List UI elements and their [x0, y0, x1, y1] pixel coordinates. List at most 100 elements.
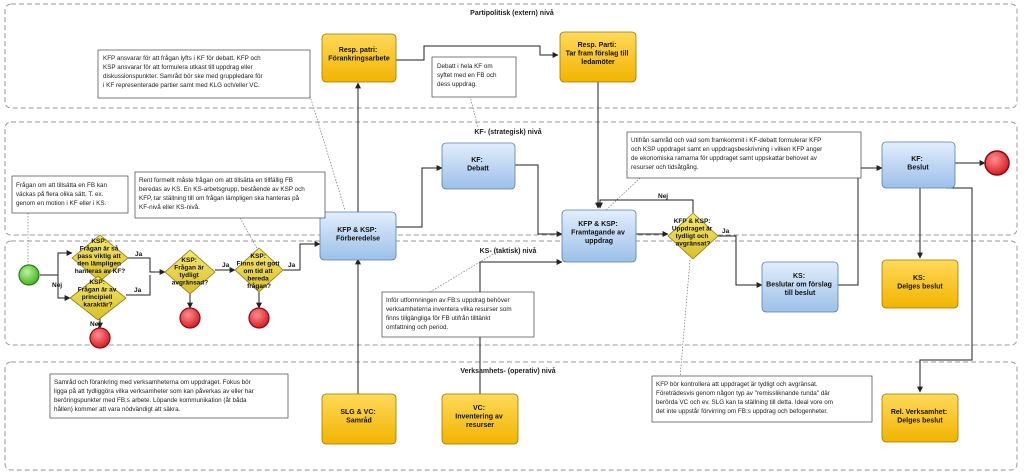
svg-text:KS: Delges beslut: KS: Delges beslut: [897, 275, 943, 291]
end-event-2: [179, 307, 201, 329]
flow-connectors: [40, 45, 986, 394]
note-text: resurser och tidsåtgång.: [631, 163, 699, 171]
task-text: Delges beslut: [897, 284, 943, 291]
svg-text:KFP bör kontrollera att uppdra: KFP bör kontrollera att uppdraget är tyd…: [656, 381, 835, 415]
svg-text:KFP ansvarar för att frågan ly: KFP ansvarar för att frågan lyfts i KF f…: [103, 54, 264, 89]
flow-label-nej-2: Nej: [90, 321, 100, 328]
task-text: Inventering av: [455, 414, 503, 421]
note-debatt-i-kf: Debatt i hela KF om syftet med en FB och…: [431, 56, 517, 98]
task-rel-verksamhet: Rel. Verksamhet: Delges beslut: [881, 393, 959, 443]
flow-label-ja-1: Ja: [135, 251, 143, 258]
note-text: Samråd och förankring med verksamheterna…: [54, 378, 251, 386]
gateway-text: pass viktig att: [77, 253, 121, 260]
note-text: de ekonomiska ramarna för uppdraget samt…: [631, 155, 818, 162]
gateway-text: frågan?: [247, 282, 271, 290]
lane-title-taktisk: KS- (taktisk) nivå: [480, 247, 537, 255]
flow-label-nej-5: Nej: [658, 193, 668, 200]
svg-text:Utifrån samråd och vad som fra: Utifrån samråd och vad som framkommit i …: [631, 136, 824, 171]
gateway-text: KFP & KSP:: [674, 218, 711, 225]
task-ks-beslutar: KS: Beslutar om förslag till beslut: [761, 261, 839, 313]
task-text: Samråd: [346, 417, 372, 425]
note-text: KFP bör kontrollera att uppdraget är tyd…: [656, 381, 818, 388]
gateway-text: avgränsat?: [676, 241, 711, 248]
gateway-uppdrag-tydligt: KFP & KSP: Uppdraget är tydligt och avgr…: [667, 212, 719, 260]
note-text: ligga på att tydliggöra vilka verksamhet…: [54, 387, 254, 395]
note-text: hållen) kommer att vara nödvändigt att s…: [54, 405, 181, 413]
svg-text:KSP: Frågan är så: KSP: Frågan är så pass viktig att den lä…: [75, 238, 126, 275]
svg-text:Samråd och förankring med verk: Samråd och förankring med verksamheterna…: [54, 378, 256, 413]
task-text: ledamöter: [581, 59, 615, 66]
svg-text:KFP & KSP: Framtagande a: KFP & KSP: Framtagande av uppdrag: [571, 221, 627, 245]
task-text: Rel. Verksamhet:: [891, 409, 947, 416]
note-utifran-samrad: Utifrån samråd och vad som framkommit i …: [626, 131, 862, 179]
svg-text:Frågan om att tillsätta en FB: Frågan om att tillsätta en FB kan väckas…: [16, 181, 109, 207]
svg-text:KF: Beslut: KF: Beslut: [907, 156, 929, 172]
note-text: i KF representerade partier samt med KLG…: [103, 82, 260, 89]
note-kfp-ansvarar: KFP ansvarar för att frågan lyfts i KF f…: [97, 49, 311, 99]
note-text: KFP ansvarar för att frågan lyfts i KF f…: [103, 54, 261, 62]
gateway-text: om tid att: [243, 268, 273, 275]
task-text: uppdrag: [585, 238, 613, 245]
note-text: Debatt i hela KF om: [437, 63, 493, 70]
note-text: och KSP uppdraget samt en uppdragsbeskri…: [631, 146, 822, 153]
note-text: finns tillgängliga för FB utifrån tilltä…: [386, 314, 491, 322]
note-text: väckas på flera olika sätt. T. ex.: [16, 190, 104, 198]
note-text: Inför utformningen av FB:s uppdrag behöv…: [386, 297, 510, 304]
gateway-text: tydligt och: [676, 233, 709, 240]
svg-text:Resp. Parti: Tar fram fö: Resp. Parti: Tar fram förslag till ledam…: [566, 42, 631, 66]
gateway-text: KSP:: [250, 253, 266, 260]
gateway-text: principiell: [82, 294, 113, 301]
svg-text:KFP & KSP: Uppdraget är: KFP & KSP: Uppdraget är tydligt och avgr…: [672, 218, 714, 248]
end-event-1: [89, 327, 111, 349]
note-text: KF-nivå eller KS-nivå.: [139, 203, 200, 211]
gateway-text: KSP:: [181, 257, 197, 264]
note-kfp-kontrollera: KFP bör kontrollera att uppdraget är tyd…: [651, 375, 873, 423]
gateway-text: hanteras av KF?: [75, 268, 126, 275]
end-event-4: [984, 150, 1010, 176]
gateway-text: KSP:: [89, 279, 105, 286]
task-text: VC:: [473, 405, 485, 412]
task-text: Beslutar om förslag: [766, 282, 832, 289]
task-text: KFP & KSP:: [578, 221, 618, 228]
note-rent-formellt: Rent formellt måste frågan om att tillsä…: [134, 171, 326, 219]
gateway-text: Frågan är: [174, 264, 204, 272]
lane-title-politisk: Partipolitisk (extern) nivå: [470, 9, 554, 17]
task-kf-debatt: KF: Debatt: [441, 142, 516, 190]
svg-text:KS: Beslutar om förslag: KS: Beslutar om förslag till beslut: [766, 273, 834, 297]
svg-text:SLG & VC: Samråd: SLG & VC: Samråd: [340, 409, 377, 425]
task-text: till beslut: [785, 290, 816, 297]
note-text: beröringspunkter med FB:s arbete. Löpand…: [54, 396, 247, 404]
flow-label-ja-3: Ja: [222, 262, 230, 269]
gateway-text: karaktär?: [83, 302, 112, 309]
task-resp-forankring: Resp. patri: Förankringsarbete: [321, 33, 397, 83]
note-text: omfattning och period.: [386, 324, 449, 331]
end-event-3: [248, 307, 270, 329]
svg-text:Resp. patri: Förankrings: Resp. patri: Förankringsarbete: [328, 47, 390, 63]
svg-text:Rel. Verksamhet: Delges: Rel. Verksamhet: Delges beslut: [891, 409, 949, 425]
flow-label-nej-1: Nej: [52, 282, 62, 289]
task-kfp-ksp-framtagande: KFP & KSP: Framtagande av uppdrag: [561, 209, 637, 263]
task-vc-inventering: VC: Inventering av resurser: [441, 393, 519, 445]
task-text: Resp. Parti:: [578, 42, 617, 49]
task-text: Förankringsarbete: [328, 56, 390, 63]
task-text: resurser: [466, 422, 494, 429]
gateway-text: Finns det gott: [237, 261, 281, 268]
svg-text:Inför utformningen av FB:s upp: Inför utformningen av FB:s uppdrag behöv…: [386, 297, 513, 331]
task-kfp-ksp-forberedelse: KFP & KSP: Förberedelse: [319, 211, 397, 261]
note-text: beredas av KS. En KS-arbetsgrupp, beståe…: [139, 185, 305, 193]
gateway-text: avgränsad?: [172, 280, 209, 287]
note-samrad-forankring: Samråd och förankring med verksamheterna…: [49, 373, 289, 419]
note-text: Utifrån samråd och vad som framkommit i …: [631, 136, 821, 144]
note-text: KFP, tar ställning till om frågan lämpli…: [139, 194, 300, 202]
task-text: Framtagande av: [571, 230, 625, 237]
task-text: KS:: [913, 275, 925, 282]
task-text: Tar fram förslag till: [566, 51, 629, 58]
note-text: syftet med en FB och: [437, 72, 497, 79]
note-text: KSP ansvarar för att formulera utkast ti…: [103, 64, 253, 71]
svg-text:KSP: Frågan är av: KSP: Frågan är av principiell karaktär?: [78, 279, 118, 309]
gateway-text: tydligt: [179, 272, 199, 279]
gateway-viktig-kf: KSP: Frågan är så pass viktig att den lä…: [71, 234, 129, 282]
task-text: Beslut: [907, 165, 929, 172]
note-fragan-om-fb: Frågan om att tillsätta en FB kan väckas…: [11, 175, 129, 214]
